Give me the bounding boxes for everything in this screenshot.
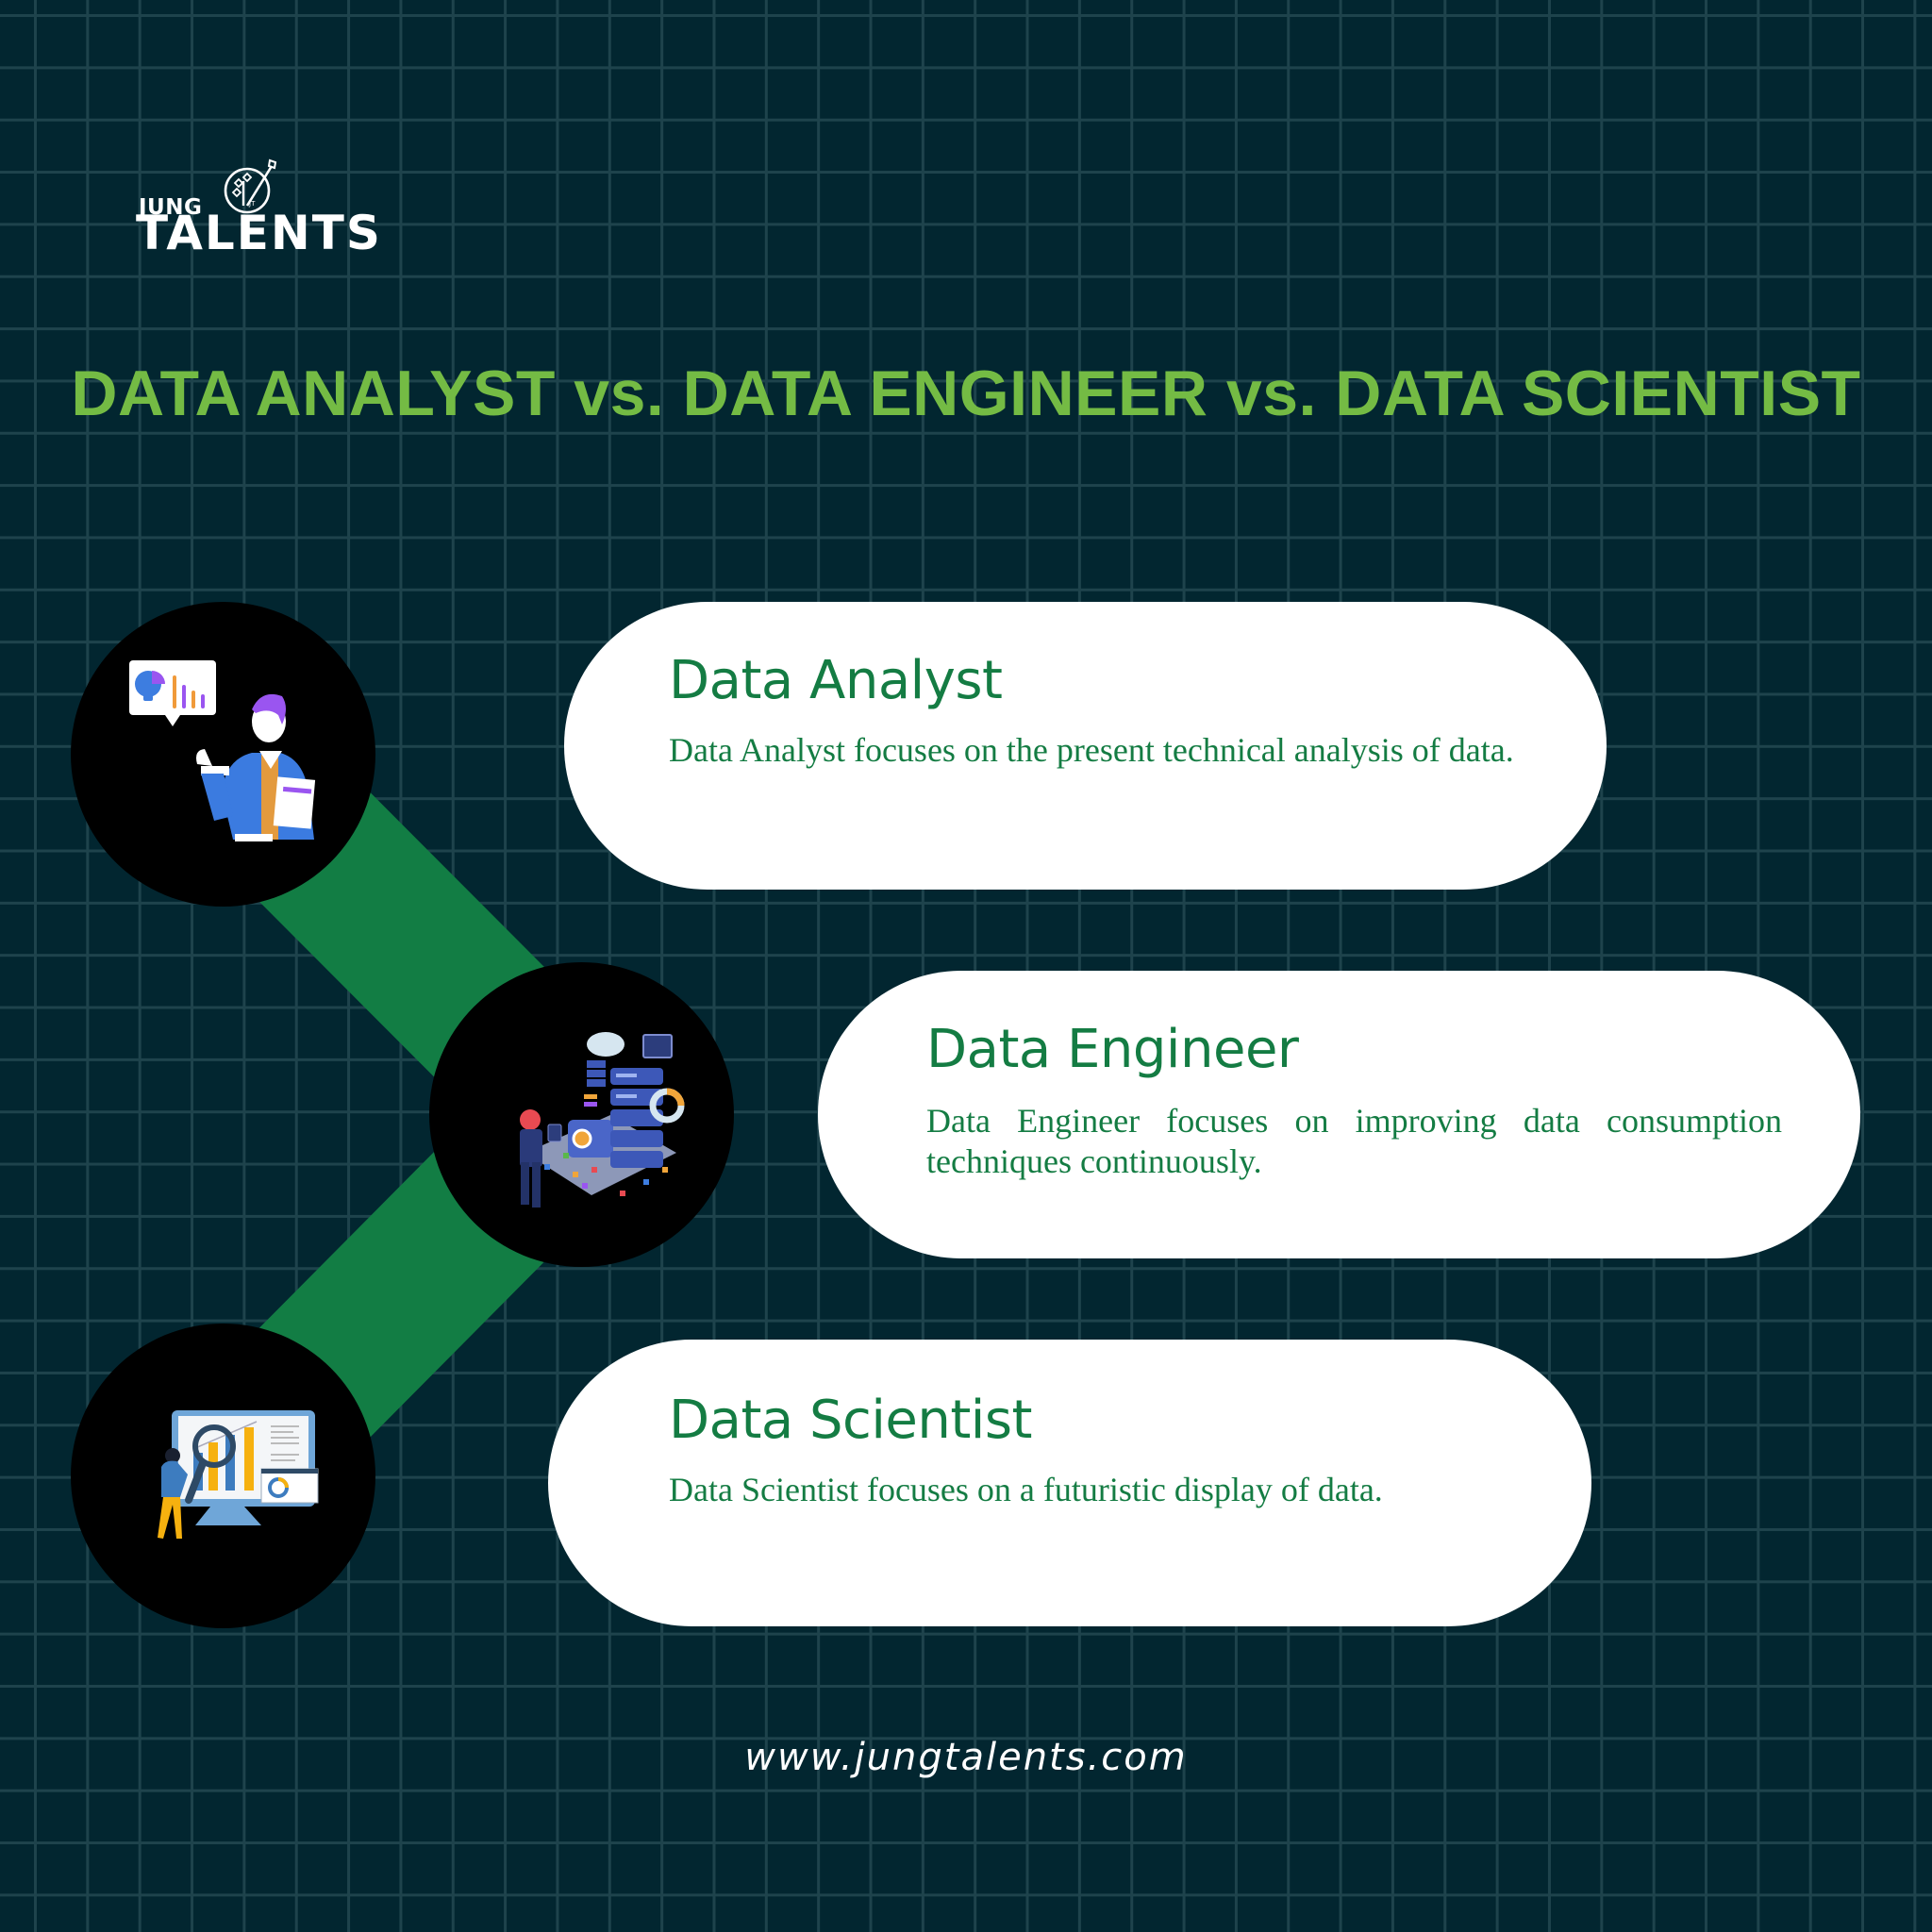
role-illustration-circle-engineer: [429, 962, 734, 1267]
server-stack-engineer-icon: [519, 1031, 684, 1208]
role-description: Data Analyst focuses on the present tech…: [669, 731, 1514, 769]
role-description: Data Scientist focuses on a futuristic d…: [669, 1471, 1383, 1508]
role-description: Data Engineer focuses on improving data …: [926, 1102, 1782, 1180]
role-title: Data Engineer: [926, 1019, 1299, 1080]
brand-logo: JT JUNG TALENTS: [132, 151, 380, 264]
page-title: DATA ANALYST vs. DATA ENGINEER vs. DATA …: [71, 358, 1861, 429]
role-card-analyst: Data Analyst Data Analyst focuses on the…: [564, 602, 1607, 890]
role-illustration-circle-scientist: [71, 1324, 375, 1628]
role-card-scientist: Data Scientist Data Scientist focuses on…: [548, 1340, 1591, 1626]
role-illustration-circle-analyst: [71, 602, 375, 907]
presenter-with-charts-icon: [128, 659, 315, 841]
logo-initials: JT: [248, 200, 256, 208]
sprout-arrow-circle-icon: JT: [224, 158, 277, 214]
magnifier-dashboard-icon: [157, 1409, 318, 1539]
website-link[interactable]: www.jungtalents.com: [744, 1736, 1188, 1779]
role-title: Data Analyst: [669, 650, 1003, 711]
role-title: Data Scientist: [669, 1390, 1033, 1451]
brand-name-line1: JUNG: [139, 195, 203, 220]
brand-name-line2: TALENTS: [136, 206, 382, 260]
role-card-engineer: Data Engineer Data Engineer focuses on i…: [818, 971, 1860, 1258]
